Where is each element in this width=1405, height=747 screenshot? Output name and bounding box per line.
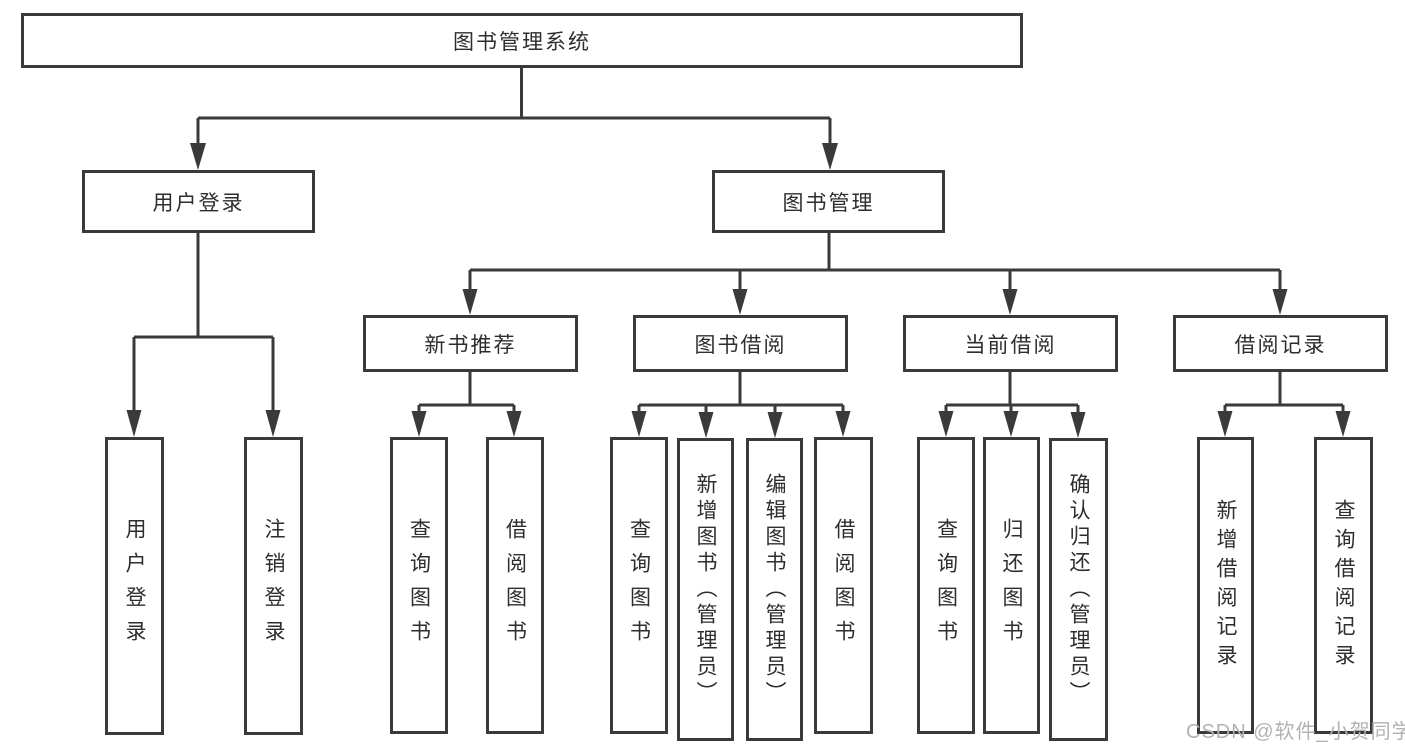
leaf-user-login: 用户登录	[105, 437, 164, 735]
node-borrowing-records: 借阅记录	[1173, 315, 1388, 372]
leaf-query-borrow-record: 查询借阅记录	[1314, 437, 1373, 734]
leaf-edit-book-admin: 编辑图书（管理员）	[746, 438, 803, 741]
node-library-management-system: 图书管理系统	[21, 13, 1023, 68]
node-book-management: 图书管理	[712, 170, 945, 233]
connector-paths	[132, 68, 1345, 417]
leaf-return-book: 归还图书	[983, 437, 1040, 734]
leaf-logout: 注销登录	[244, 437, 303, 735]
node-current-borrowing: 当前借阅	[903, 315, 1118, 372]
leaf-borrow-books-borrowing: 借阅图书	[814, 437, 873, 734]
leaf-add-book-admin: 新增图书（管理员）	[677, 438, 734, 741]
node-user-login-group: 用户登录	[82, 170, 315, 233]
leaf-query-books-recommend: 查询图书	[390, 437, 448, 734]
csdn-watermark: CSDN @软件_小贺同学	[1186, 721, 1405, 743]
arrowheads	[126, 143, 1351, 438]
leaf-query-books-borrowing: 查询图书	[610, 437, 668, 734]
leaf-borrow-books-recommend: 借阅图书	[486, 437, 544, 734]
leaf-query-books-current: 查询图书	[917, 437, 975, 734]
node-book-borrowing: 图书借阅	[633, 315, 848, 372]
leaf-confirm-return-admin: 确认归还（管理员）	[1049, 438, 1108, 741]
node-new-book-recommendation: 新书推荐	[363, 315, 578, 372]
leaf-add-borrow-record: 新增借阅记录	[1197, 437, 1254, 734]
